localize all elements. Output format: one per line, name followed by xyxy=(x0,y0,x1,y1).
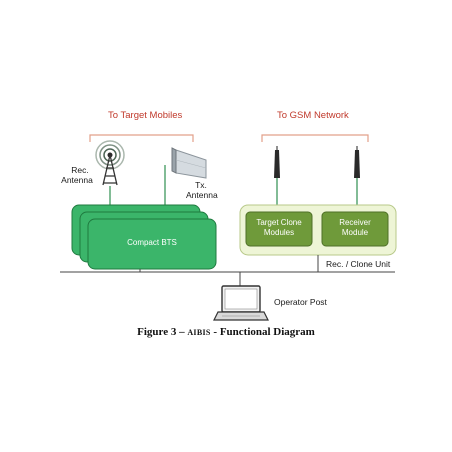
transmit-antenna-icon xyxy=(164,147,207,205)
receiver-module-line2: Module xyxy=(341,228,369,237)
operator-post-label: Operator Post xyxy=(274,297,327,307)
target-mobiles-bracket xyxy=(89,134,194,142)
figure-caption: Figure 3 – AIBIS - Functional Diagram xyxy=(0,326,452,338)
caption-system-name: AIBIS xyxy=(187,328,211,337)
to-gsm-network-label: To GSM Network xyxy=(277,110,349,121)
laptop-icon xyxy=(213,285,269,321)
receiver-module-box xyxy=(321,211,389,247)
target-clone-modules-line1: Target Clone xyxy=(256,218,302,227)
rec-antenna-label-line1: Rec. xyxy=(71,165,89,175)
gsm-network-bracket xyxy=(261,134,369,142)
caption-suffix: - Functional Diagram xyxy=(213,326,315,338)
caption-prefix: Figure 3 – xyxy=(137,326,185,338)
compact-bts-label: Compact BTS xyxy=(127,238,177,247)
rec-clone-unit-label: Rec. / Clone Unit xyxy=(326,259,391,269)
gsm-antenna-right-icon xyxy=(354,146,360,212)
target-clone-modules-line2: Modules xyxy=(263,228,295,237)
target-clone-modules-label: Target Clone Modules xyxy=(246,218,312,238)
receiver-module-line1: Receiver xyxy=(339,218,371,227)
tx-antenna-label-line2: Antenna xyxy=(186,190,218,200)
tx-antenna-label: Tx. Antenna xyxy=(186,180,218,200)
receiver-module-label: Receiver Module xyxy=(322,218,388,238)
compact-bts-stack xyxy=(71,204,217,270)
target-clone-module-box xyxy=(245,211,313,247)
rec-antenna-label-line2: Antenna xyxy=(61,175,93,185)
to-target-mobiles-label: To Target Mobiles xyxy=(108,110,183,121)
rec-antenna-label: Rec. Antenna xyxy=(61,165,95,185)
tx-antenna-label-line1: Tx. xyxy=(195,180,207,190)
receive-antenna-icon xyxy=(95,140,125,186)
gsm-antenna-left-icon xyxy=(274,146,280,212)
